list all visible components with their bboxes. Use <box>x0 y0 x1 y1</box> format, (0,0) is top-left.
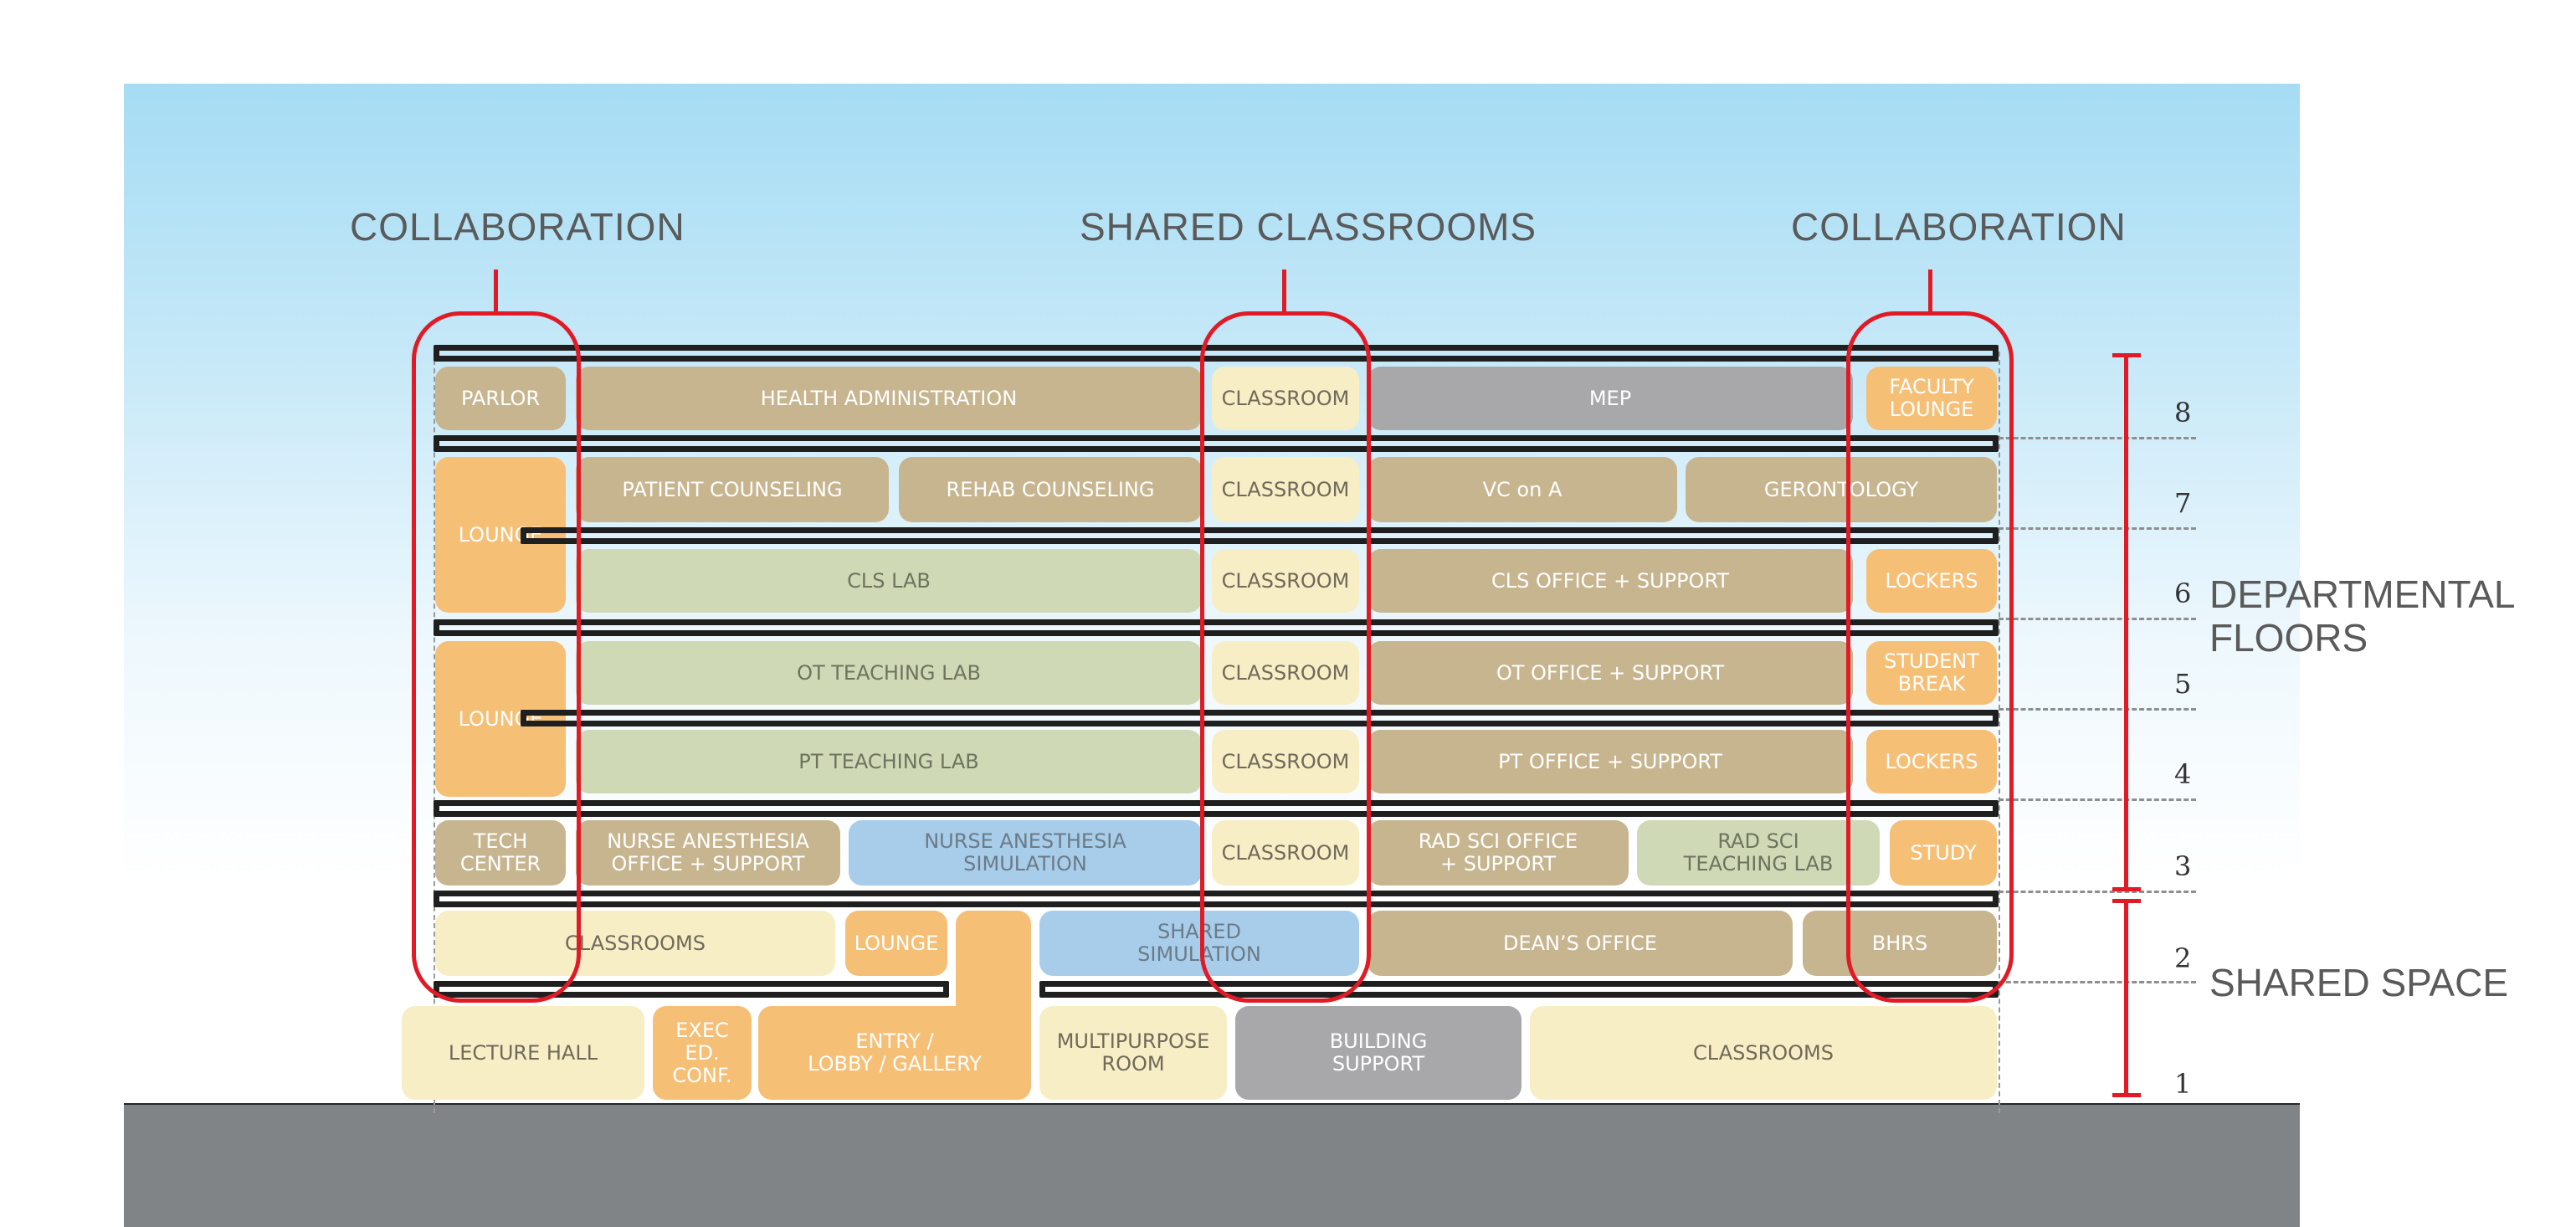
shared-bracket-line <box>2124 901 2128 1095</box>
room-cls-lab: CLS LAB <box>576 549 1202 613</box>
room-classrooms-2: CLASSROOMS <box>435 911 835 976</box>
level-line-7 <box>1999 527 2196 530</box>
room-bhrs: BHRS <box>1803 911 1997 976</box>
floor-number-1: 1 <box>2174 1068 2192 1100</box>
collaboration-callout-right-tick <box>1928 270 1932 313</box>
room-lounge-lower: LOUNGE <box>435 641 566 797</box>
room-rad-sci-office: RAD SCI OFFICE + SUPPORT <box>1368 820 1629 886</box>
room-tech-center: TECH CENTER <box>435 820 566 886</box>
room-pt-office: PT OFFICE + SUPPORT <box>1368 730 1853 793</box>
room-lounge-2: LOUNGE <box>845 911 947 976</box>
collaboration-callout-left <box>412 311 581 1003</box>
room-rehab-counseling: REHAB COUNSELING <box>899 457 1202 522</box>
floor-number-2: 2 <box>2174 942 2192 974</box>
room-parlor: PARLOR <box>435 367 566 430</box>
departmental-bracket-bottom <box>2112 887 2141 891</box>
floor-number-5: 5 <box>2174 668 2192 700</box>
floor-number-7: 7 <box>2174 487 2192 519</box>
room-classroom-5: CLASSROOM <box>1212 641 1359 705</box>
collaboration-callout-right <box>1846 311 2014 1003</box>
shared-classrooms-callout <box>1200 311 1371 1003</box>
room-vc-on-a: VC on A <box>1368 457 1677 522</box>
departmental-floors-label: DEPARTMENTAL FLOORS <box>2209 572 2516 660</box>
room-student-break: STUDENT BREAK <box>1866 641 1997 705</box>
shared-bracket-bottom <box>2112 1093 2141 1097</box>
room-pt-teaching-lab: PT TEACHING LAB <box>576 730 1202 793</box>
room-classroom-7: CLASSROOM <box>1212 457 1359 522</box>
room-ot-office: OT OFFICE + SUPPORT <box>1368 641 1853 705</box>
room-shared-simulation: SHARED SIMULATION <box>1039 911 1359 976</box>
slab-5-4 <box>521 710 1999 726</box>
grid-line-left <box>434 352 435 1113</box>
room-classroom-8: CLASSROOM <box>1212 367 1359 430</box>
room-health-administration: HEALTH ADMINISTRATION <box>576 367 1202 430</box>
shared-classrooms-callout-tick <box>1282 270 1286 313</box>
ground <box>124 1105 2300 1227</box>
level-line-2 <box>1999 981 2196 983</box>
room-cls-office: CLS OFFICE + SUPPORT <box>1368 549 1853 613</box>
slab-2-1-right <box>1039 981 1999 998</box>
room-lockers-6: LOCKERS <box>1866 549 1997 613</box>
room-ot-teaching-lab: OT TEACHING LAB <box>576 641 1202 705</box>
room-rad-sci-teaching-lab: RAD SCI TEACHING LAB <box>1637 820 1880 886</box>
room-classroom-6: CLASSROOM <box>1212 549 1359 613</box>
departmental-bracket-line <box>2124 355 2128 891</box>
room-mep: MEP <box>1368 367 1853 430</box>
room-entry-lobby-gallery: ENTRY / LOBBY / GALLERY <box>758 1006 1031 1100</box>
slab-4-3 <box>434 800 1999 817</box>
room-lecture-hall: LECTURE HALL <box>402 1006 644 1100</box>
room-nurse-anesthesia-office: NURSE ANESTHESIA OFFICE + SUPPORT <box>576 820 840 886</box>
room-nurse-anesthesia-simulation: NURSE ANESTHESIA SIMULATION <box>849 820 1202 886</box>
floor-number-8: 8 <box>2174 397 2192 429</box>
collaboration-callout-left-tick <box>494 270 498 313</box>
room-patient-counseling: PATIENT COUNSELING <box>576 457 889 522</box>
room-classroom-3: CLASSROOM <box>1212 820 1359 886</box>
level-line-8 <box>1999 437 2196 439</box>
shared-space-label: SHARED SPACE <box>2209 961 2509 1004</box>
heading-collaboration-left: COLLABORATION <box>350 205 685 249</box>
room-multipurpose: MULTIPURPOSE ROOM <box>1039 1006 1227 1100</box>
room-study: STUDY <box>1890 820 1997 886</box>
floor-number-6: 6 <box>2174 578 2192 609</box>
slab-6-5 <box>434 619 1999 636</box>
slab-7-6 <box>521 527 1999 544</box>
level-line-5 <box>1999 708 2196 711</box>
room-classrooms-1: CLASSROOMS <box>1530 1006 1997 1100</box>
level-line-3 <box>1999 891 2196 893</box>
level-line-6 <box>1999 618 2196 620</box>
room-lounge-upper: LOUNGE <box>435 457 566 613</box>
room-lockers-4: LOCKERS <box>1866 730 1997 793</box>
room-faculty-lounge: FACULTY LOUNGE <box>1866 367 1997 430</box>
floor-number-3: 3 <box>2174 850 2192 882</box>
floor-number-4: 4 <box>2174 758 2192 790</box>
room-gerontology: GERONTOLOGY <box>1686 457 1997 522</box>
heading-shared-classrooms: SHARED CLASSROOMS <box>1080 205 1537 249</box>
room-exec-ed-conf: EXEC ED. CONF. <box>653 1006 752 1100</box>
slab-3-2 <box>434 891 1999 907</box>
room-building-support: BUILDING SUPPORT <box>1235 1006 1521 1100</box>
grid-line-right <box>1999 352 2000 1113</box>
room-classroom-4: CLASSROOM <box>1212 730 1359 793</box>
heading-collaboration-right: COLLABORATION <box>1791 205 2127 249</box>
slab-8-7 <box>434 435 1999 452</box>
room-deans-office: DEAN’S OFFICE <box>1368 911 1793 976</box>
level-line-4 <box>1999 798 2196 801</box>
